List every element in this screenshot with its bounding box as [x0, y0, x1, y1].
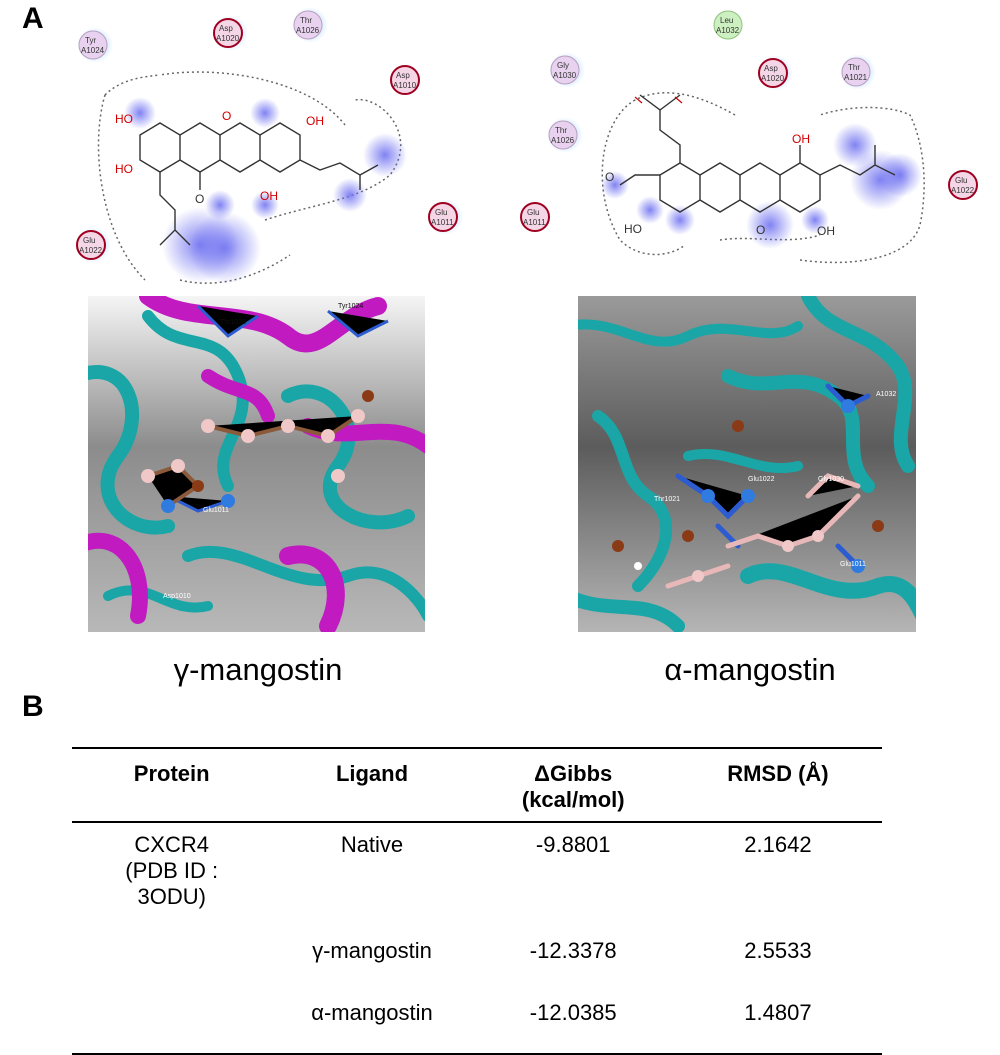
ligand-cell: Native [340, 832, 404, 857]
svg-text:A1022: A1022 [951, 186, 975, 195]
residue-glu1011: Glu A1011 [520, 202, 550, 232]
svg-text:A1011: A1011 [523, 218, 546, 227]
svg-text:A1020: A1020 [761, 74, 785, 83]
alpha-interaction-diagram: OH O HO O OH Leu A1032 Gly A1030 Asp A10… [520, 10, 978, 264]
svg-text:A1020: A1020 [216, 34, 240, 43]
svg-text:Glu: Glu [955, 176, 967, 185]
atom-label: O [756, 223, 765, 237]
residue-thr1026: Thr A1026 [292, 7, 328, 43]
protein-line2: (PDB ID : [125, 858, 219, 883]
render-label: Thr1021 [654, 496, 680, 503]
svg-text:Asp: Asp [219, 24, 233, 33]
svg-text:Glu: Glu [435, 208, 447, 217]
svg-text:A1022: A1022 [79, 246, 103, 255]
residue-glu1011: Glu A1011 [427, 199, 463, 235]
svg-text:A1032: A1032 [716, 26, 740, 35]
table-row: CXCR4 (PDB ID : 3ODU) Native -9.8801 2.1… [72, 822, 882, 929]
panel-a-label: A [22, 2, 44, 35]
atom-label: HO [624, 222, 642, 236]
atom-label: O [605, 170, 614, 184]
svg-text:Glu: Glu [83, 236, 95, 245]
atom-label: OH [817, 224, 835, 238]
gibbs-cell: -9.8801 [535, 832, 611, 857]
svg-text:A1010: A1010 [393, 81, 417, 90]
table-row: γ-mangostin -12.3378 2.5533 [72, 929, 882, 991]
residue-thr1021: Thr A1021 [840, 54, 876, 90]
svg-text:Asp: Asp [764, 64, 778, 73]
gibbs-cell: -12.0385 [529, 1000, 617, 1025]
residue-asp1020: Asp A1020 [757, 55, 793, 91]
header-gibbs-line1: ΔGibbs [534, 761, 613, 786]
header-gibbs-line2: (kcal/mol) [521, 787, 625, 812]
render-label: Glu1011 [203, 507, 229, 514]
residue-thr1026: Thr A1026 [547, 117, 583, 153]
gamma-3d-render: Thr1026 Tyr1024 Glu1011 Asp1010 [88, 296, 425, 632]
panel-b-label: B [22, 690, 44, 723]
svg-text:Thr: Thr [555, 126, 567, 135]
svg-text:A1011: A1011 [431, 218, 454, 227]
header-rmsd: RMSD (Å) [727, 761, 829, 786]
ligand-cell: γ-mangostin [312, 938, 432, 963]
gamma-caption: γ-mangostin [173, 652, 343, 687]
svg-text:Glu: Glu [527, 208, 539, 217]
docking-results-table: Protein Ligand ΔGibbs (kcal/mol) RMSD (Å… [72, 747, 882, 1055]
atom-label: O [222, 109, 231, 123]
alpha-3d-render: A1032 Thr1021 Glu1022 Gly1030 Glu1011 [578, 296, 916, 632]
svg-text:Gly: Gly [557, 61, 569, 70]
atom-label: O [195, 192, 204, 206]
svg-text:A1021: A1021 [844, 73, 868, 82]
svg-text:Leu: Leu [720, 16, 733, 25]
header-gibbs: ΔGibbs (kcal/mol) [473, 748, 674, 822]
gamma-interaction-diagram: HO HO O OH O OH Tyr A1024 Asp A1020 Thr … [75, 7, 463, 284]
render-label: Tyr1024 [338, 303, 363, 310]
atom-label: HO [115, 112, 133, 126]
rmsd-cell: 2.5533 [744, 938, 812, 963]
protein-line1: CXCR4 [134, 832, 209, 857]
header-ligand: Ligand [335, 761, 409, 786]
rmsd-cell: 1.4807 [744, 1000, 812, 1025]
svg-text:A1026: A1026 [551, 136, 575, 145]
residue-glu1022: Glu A1022 [948, 170, 978, 200]
table-header-row: Protein Ligand ΔGibbs (kcal/mol) RMSD (Å… [72, 748, 882, 822]
header-protein: Protein [133, 761, 210, 786]
render-label: Thr1026 [220, 319, 246, 326]
gibbs-cell: -12.3378 [529, 938, 617, 963]
ligand-cell: α-mangostin [311, 1000, 433, 1025]
residue-asp1020: Asp A1020 [212, 15, 248, 51]
svg-text:A1030: A1030 [553, 71, 577, 80]
residue-asp1010: Asp A1010 [390, 65, 420, 95]
residue-gly1030: Gly A1030 [549, 52, 585, 88]
svg-text:A1024: A1024 [81, 46, 105, 55]
svg-text:Tyr: Tyr [85, 36, 96, 45]
atom-label: OH [260, 189, 278, 203]
svg-text:A1026: A1026 [296, 26, 320, 35]
residue-leu1032: Leu A1032 [713, 10, 743, 40]
atom-label: OH [792, 132, 810, 146]
rmsd-cell: 2.1642 [744, 832, 812, 857]
svg-text:Thr: Thr [848, 63, 860, 72]
atom-label: OH [306, 114, 324, 128]
residue-tyr1024: Tyr A1024 [77, 27, 113, 63]
render-label: A1032 [876, 391, 896, 398]
render-label: Glu1022 [748, 476, 775, 483]
atom-label: HO [115, 162, 133, 176]
svg-text:Thr: Thr [300, 16, 312, 25]
protein-line3: 3ODU) [137, 884, 206, 909]
svg-text:Asp: Asp [396, 71, 410, 80]
alpha-caption: α-mangostin [664, 652, 836, 687]
render-label: Gly1030 [818, 476, 844, 483]
protein-cell: CXCR4 (PDB ID : 3ODU) [72, 822, 271, 1054]
residue-glu1022: Glu A1022 [75, 227, 111, 263]
render-label: Glu1011 [840, 561, 866, 568]
render-label: Asp1010 [163, 593, 191, 600]
